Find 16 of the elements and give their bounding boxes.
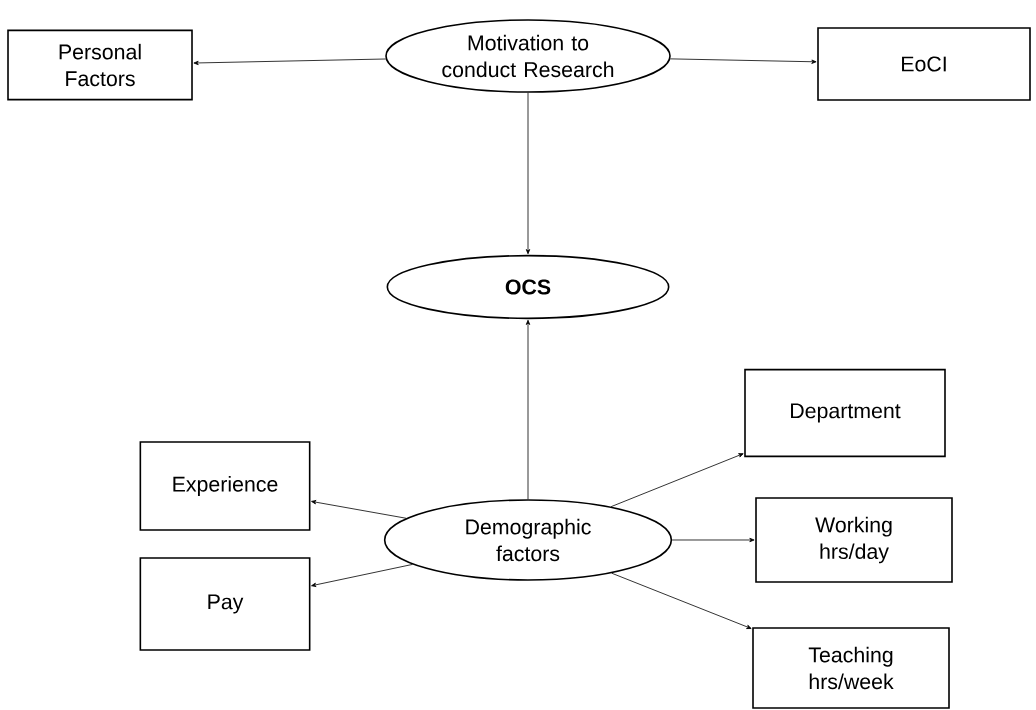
arrow (611, 572, 752, 629)
arrow (669, 58, 817, 64)
factor-box: EoCI (817, 27, 1031, 101)
arrow (525, 319, 531, 500)
arrow (311, 564, 413, 587)
arrow (671, 537, 755, 543)
arrow (525, 92, 531, 255)
factor-box: Experience (139, 441, 311, 531)
arrow (610, 453, 744, 508)
factor-box: Working hrs/day (755, 497, 953, 583)
arrow (311, 500, 407, 519)
factor-box: Personal Factors (7, 29, 193, 101)
arrow (193, 58, 387, 66)
factor-box: Teaching hrs/week (752, 627, 950, 709)
factor-box: Pay (139, 557, 311, 651)
factor-box: Department (744, 368, 946, 458)
